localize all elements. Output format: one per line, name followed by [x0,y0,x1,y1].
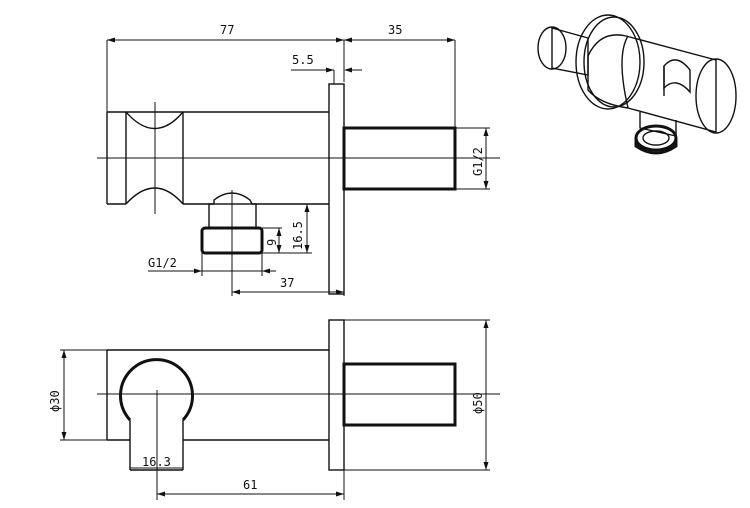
dim-61-label: 61 [243,478,257,492]
dim-overall-length: 77 [106,23,344,112]
dim-plate-thickness: 5.5 [291,40,362,84]
dim-16-3-label: 16.3 [142,455,171,469]
wall-plate-plan [328,319,345,471]
dim-5-5-label: 5.5 [292,53,314,67]
dim-outlet-offset: 37 [232,258,345,296]
dim-phi30-label: ϕ30 [48,390,62,412]
dim-37-label: 37 [280,276,294,290]
connector-pipe-plan: ϕ50 [342,319,490,471]
dim-77-label: 77 [220,23,234,37]
dim-connector-length: 35 [344,23,456,128]
dim-body-diameter: ϕ30 [48,349,107,441]
isometric-view [537,14,737,155]
thread-inlet-label: G1/2 [148,256,177,270]
wall-plate-side [328,83,345,295]
thread-outlet-label: G1/2 [471,147,485,176]
holder-ring-plan [119,358,194,500]
plan-view: ϕ30 16.3 [48,319,500,500]
dim-holder-offset: 61 [157,470,345,500]
dim-16-5-label: 16.5 [291,221,305,250]
hose-outlet-side: 9 16.5 G1/2 [148,190,312,296]
dim-9-label: 9 [265,239,279,246]
dim-35-label: 35 [388,23,402,37]
connector-pipe-side: G1/2 [342,126,490,191]
dim-holder-width: 16.3 [130,455,183,469]
dim-phi50-label: ϕ50 [471,392,485,414]
side-view: 77 35 5.5 [97,23,500,296]
holder-body-plan [106,349,329,441]
